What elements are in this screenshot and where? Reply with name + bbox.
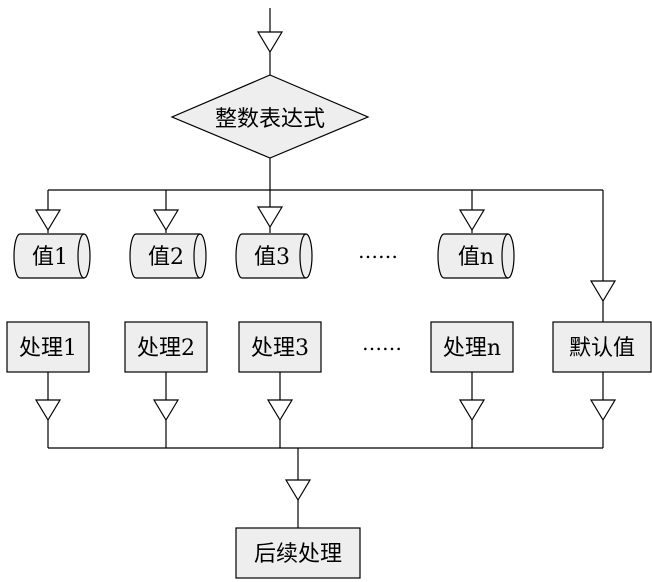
process-box-2	[124, 321, 208, 373]
value-node-2	[129, 233, 207, 279]
value-label-n: 值n	[458, 245, 494, 270]
process-label-3: 处理3	[251, 336, 309, 361]
decision-label: 整数表达式	[215, 107, 325, 132]
arrow-out-2	[152, 399, 180, 422]
arrow-default	[589, 280, 617, 303]
value-label-2: 值2	[148, 245, 184, 270]
arrow-value-2	[152, 209, 180, 232]
arrow-value-n	[458, 209, 486, 232]
value-node-3	[235, 233, 313, 279]
end-box	[235, 527, 361, 579]
process-box-3	[238, 321, 322, 373]
value-node-n	[437, 233, 515, 279]
process-ellipsis: ……	[362, 331, 402, 355]
arrow-out-n	[458, 399, 486, 422]
default-box	[552, 321, 652, 373]
decision-diamond	[170, 74, 370, 159]
arrow-end	[284, 479, 312, 502]
arrow-entry	[256, 31, 284, 54]
process-label-2: 处理2	[137, 336, 195, 361]
value-ellipsis: ……	[358, 239, 398, 263]
process-label-n: 处理n	[443, 336, 501, 361]
value-label-1: 值1	[32, 245, 68, 270]
arrow-value-1	[34, 209, 62, 232]
process-box-n	[430, 321, 514, 373]
end-label: 后续处理	[254, 542, 342, 567]
value-label-3: 值3	[254, 245, 290, 270]
value-node-1	[13, 233, 91, 279]
arrow-out-1	[34, 399, 62, 422]
arrow-out-3	[266, 399, 294, 422]
arrow-out-default	[589, 399, 617, 422]
process-box-1	[6, 321, 90, 373]
arrow-value-3	[256, 206, 284, 229]
process-label-1: 处理1	[19, 336, 77, 361]
default-label: 默认值	[569, 336, 635, 361]
